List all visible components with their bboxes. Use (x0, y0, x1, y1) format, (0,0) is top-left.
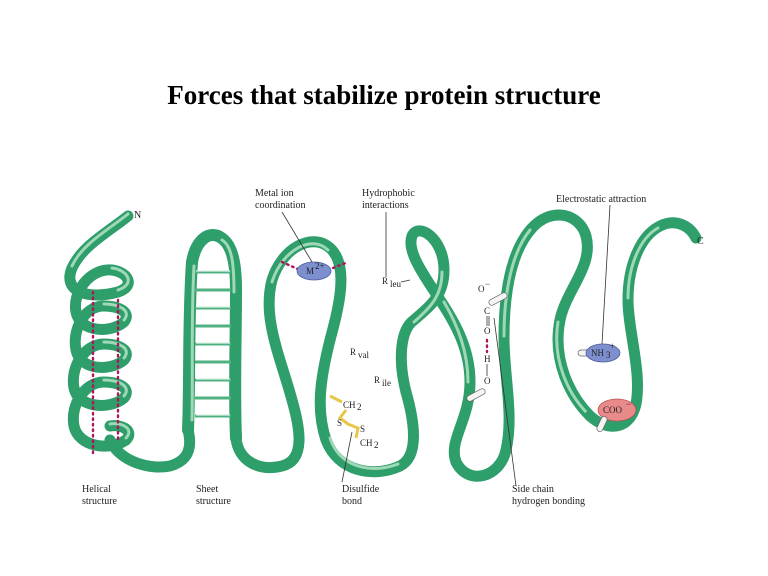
disulfide-label-1: Disulfide (342, 484, 380, 495)
coo-label: COO (603, 405, 623, 415)
nh3-label: NH (591, 348, 604, 358)
coo-bubble (597, 398, 637, 422)
r-val: R (350, 347, 356, 357)
ch2-top: CH (343, 400, 356, 410)
disulfide-group: CH 2 S S CH 2 (329, 394, 379, 450)
sheet-highlight (190, 238, 236, 422)
r-val-sub: val (358, 350, 369, 360)
c-terminus-label: C (697, 236, 704, 247)
metal-ion-charge: 2+ (315, 261, 325, 271)
loop-ribbon-4 (450, 209, 596, 482)
helix-ribbon (64, 210, 135, 452)
o-minus-charge: − (485, 279, 490, 289)
page-title: Forces that stabilize protein structure (167, 80, 601, 110)
hydrogen: H (484, 354, 491, 364)
side-chain-hbond-group: O − C O H O (466, 279, 508, 402)
hydrophobic-residues: R leu R val R ile (350, 276, 411, 388)
loop-ribbon-2 (230, 236, 419, 478)
hydrophobic-label-1: Hydrophobic (362, 188, 415, 199)
nh3-bubble (585, 343, 621, 363)
helical-label-1: Helical (82, 484, 111, 495)
o-minus: O (478, 284, 485, 294)
coo-charge: − (626, 399, 631, 409)
metal-ion-symbol: M (306, 266, 314, 276)
r-ile: R (374, 375, 380, 385)
ch2-top-sub: 2 (357, 402, 362, 412)
metal-ion-label-2: coordination (255, 200, 306, 211)
sulfur-right: S (360, 424, 365, 434)
ch2-bottom-sub: 2 (374, 440, 379, 450)
loop-ribbon-3 (395, 225, 476, 468)
hbond-label-2: hydrogen bonding (512, 496, 585, 507)
loop-highlight-4 (502, 228, 590, 416)
loop-highlight-5 (626, 226, 660, 300)
hydrophobic-label-2: interactions (362, 200, 409, 211)
helical-label-2: structure (82, 496, 118, 507)
metal-ion-label-1: Metal ion (255, 188, 294, 199)
leader-lines (281, 204, 611, 487)
loop-ribbon-1 (104, 424, 196, 473)
sheet-strand-left (182, 229, 224, 436)
disulfide-label-2: bond (342, 496, 362, 507)
n-terminus-label: N (134, 210, 141, 221)
ch2-bottom: CH (360, 438, 373, 448)
r-leu: R (382, 276, 388, 286)
loop-ribbon-5 (584, 217, 702, 432)
nh3-sub: 3 (606, 350, 611, 360)
loop-highlight-3 (412, 270, 470, 384)
helix-ribbon-highlight (70, 212, 131, 440)
sulfur-left: S (337, 418, 342, 428)
helix-hydrogen-bonds (91, 290, 120, 458)
oxygen: O (484, 326, 491, 336)
protein-ribbon (64, 209, 702, 482)
r-ile-sub: ile (382, 378, 391, 388)
metal-ion-bubble (296, 261, 332, 281)
oxygen-bottom: O (484, 376, 491, 386)
loop-highlight-2 (270, 242, 400, 470)
carbon: C (484, 306, 490, 316)
r-leu-sub: leu (390, 279, 401, 289)
electrostatic-group: NH 3 + COO − (577, 341, 637, 432)
diagram-labels: N C Metal ion coordination Hydrophobic i… (82, 188, 704, 507)
hbond-label-1: Side chain (512, 484, 554, 495)
sheet-label-1: Sheet (196, 484, 218, 495)
sheet-hydrogen-bonds (195, 270, 231, 418)
sheet-label-2: structure (196, 496, 232, 507)
electrostatic-label: Electrostatic attraction (556, 194, 646, 205)
metal-ion-group: M 2+ (280, 260, 350, 281)
nh3-charge: + (610, 341, 615, 351)
